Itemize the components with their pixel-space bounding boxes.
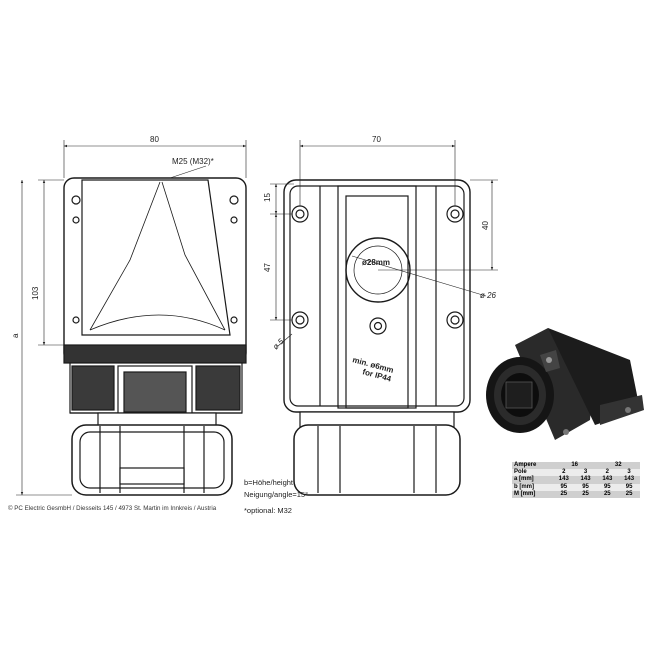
- table-cell: 143: [580, 476, 591, 483]
- table-cell: 3: [627, 469, 631, 476]
- table-row: b [mm] 95 95 95 95: [512, 483, 640, 491]
- table-header-cell: 32: [614, 462, 622, 468]
- copyright-text: © PC Electric GesmbH / Diesseits 145 / 4…: [8, 505, 217, 512]
- table-cell: 143: [624, 476, 635, 483]
- table-header-row: Ampere 16 32: [512, 462, 640, 470]
- table-cell: Pole: [514, 469, 527, 476]
- table-header-cell: Ampere: [514, 462, 537, 468]
- table-header-cell: 16: [571, 462, 579, 468]
- table-cell: 95: [560, 483, 568, 490]
- table-cell: 25: [582, 490, 589, 497]
- front-width-label: 70: [372, 135, 381, 144]
- dia-26-label: ø 26: [480, 291, 497, 300]
- table-row: M [mm] 25 25 25 25: [512, 490, 640, 499]
- table-cell: 25: [625, 490, 633, 497]
- front-view: [283, 179, 471, 496]
- table-cell: b [mm]: [514, 483, 534, 490]
- front-47-label: 47: [263, 263, 272, 272]
- table-row: a [mm] 143 143 143 143: [512, 476, 640, 484]
- table-cell: 95: [582, 483, 589, 490]
- table-cell: 95: [603, 483, 611, 490]
- table-cell: 25: [560, 490, 568, 497]
- table-cell: a [mm]: [514, 476, 534, 483]
- note-angle: Neigung/angle=15°: [244, 490, 309, 499]
- hole-diameter-label: ø28mm: [362, 258, 390, 267]
- table-cell: 25: [603, 490, 611, 497]
- table-cell: 143: [602, 476, 613, 483]
- table-cell: 2: [562, 469, 566, 476]
- front-dimensions: [270, 140, 498, 347]
- side-dimensions: [16, 140, 247, 496]
- front-15-label: 15: [263, 193, 272, 202]
- table-cell: M [mm]: [514, 490, 536, 497]
- cable-entry-label: M25 (M32)*: [172, 157, 214, 166]
- side-view: [63, 177, 247, 496]
- note-height: b=Höhe/height: [244, 478, 293, 487]
- table-cell: 95: [625, 483, 633, 490]
- table-cell: 2: [605, 469, 609, 476]
- front-40-label: 40: [481, 221, 490, 230]
- side-width-label: 80: [150, 135, 159, 144]
- table-cell: 3: [583, 469, 588, 476]
- side-height-103-label: 103: [31, 286, 40, 300]
- product-photo: [484, 328, 644, 450]
- table-row: Pole 2 3 2 3: [512, 469, 640, 477]
- table-cell: 143: [558, 476, 569, 483]
- side-height-a-label: a: [11, 333, 20, 338]
- note-optional: *optional: M32: [244, 506, 292, 515]
- spec-table: Ampere 16 32 Pole 2 3 2 3 a [mm] 143 143…: [512, 462, 640, 499]
